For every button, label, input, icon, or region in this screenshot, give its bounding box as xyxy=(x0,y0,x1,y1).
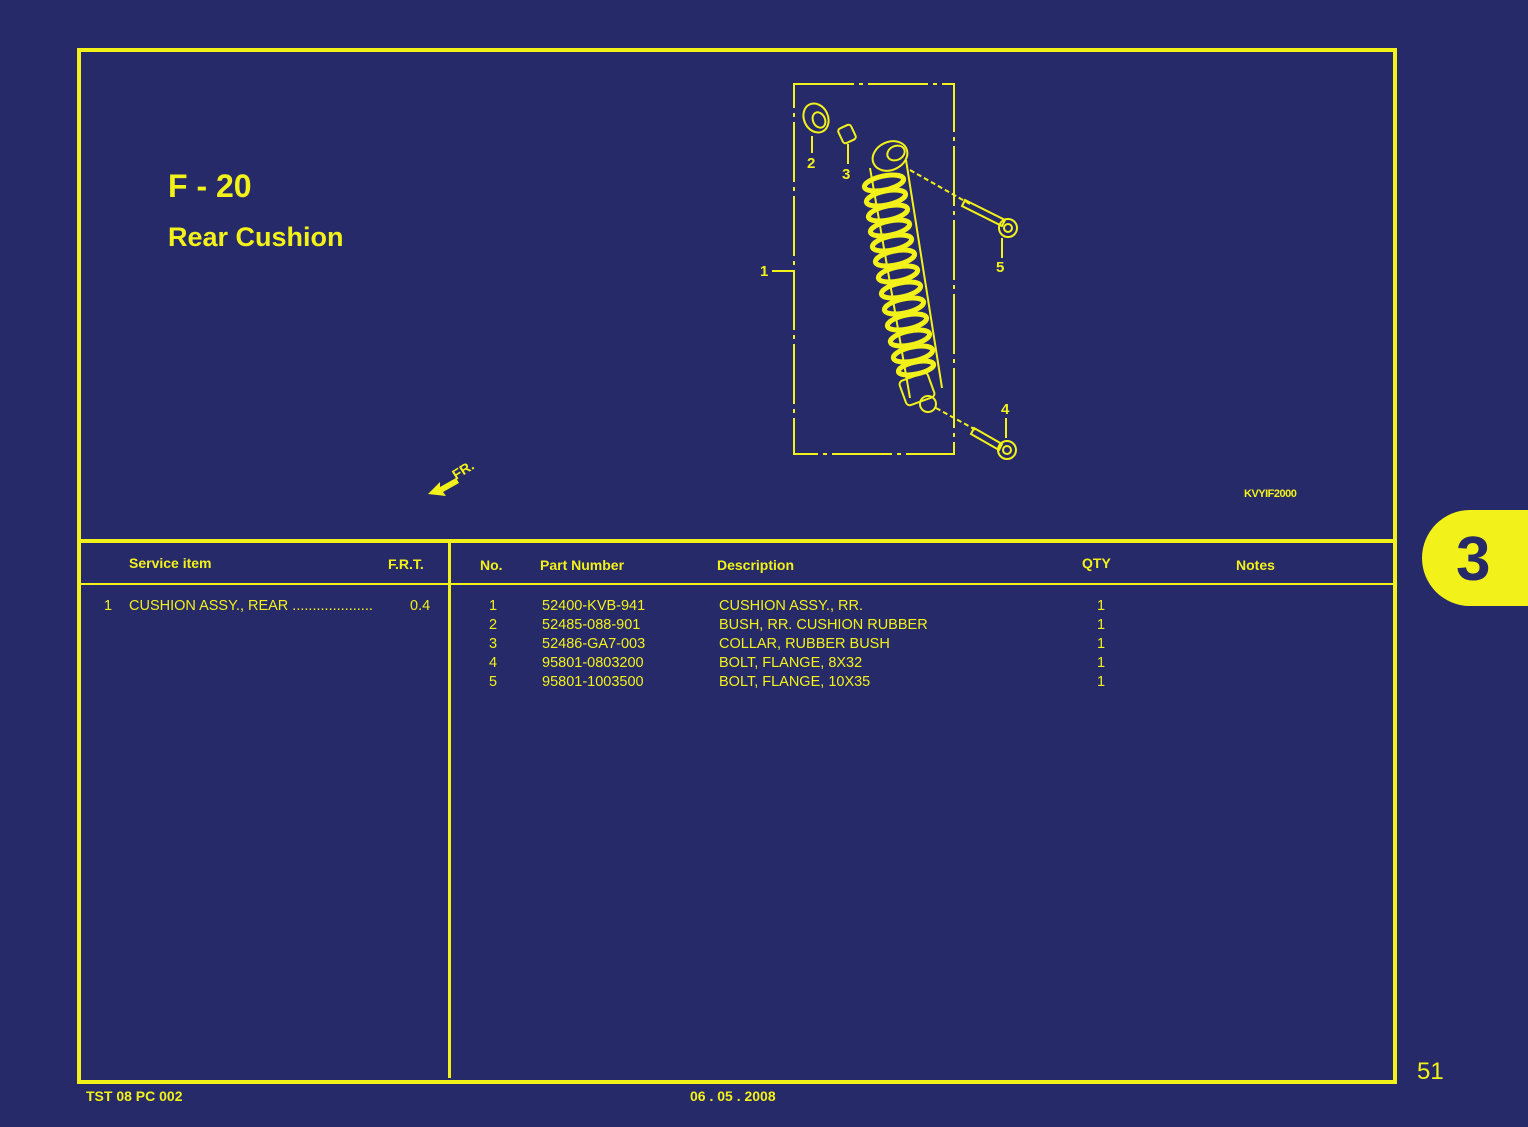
service-row-frt: 0.4 xyxy=(410,598,431,614)
part-no: 5 xyxy=(489,674,498,690)
service-row-item: CUSHION ASSY., REAR .................... xyxy=(129,598,373,614)
part-qty: 1 xyxy=(1097,655,1106,671)
part-qty: 1 xyxy=(1097,617,1106,633)
part-description: BOLT, FLANGE, 8X32 xyxy=(719,655,863,671)
part-number: 52486-GA7-003 xyxy=(542,636,646,652)
table-column-divider xyxy=(448,541,451,1078)
table-header-divider xyxy=(79,583,1393,585)
callout-5: 5 xyxy=(996,259,1004,276)
part-no: 1 xyxy=(489,598,498,614)
part-no: 4 xyxy=(489,655,498,671)
section-tab-number: 3 xyxy=(1456,525,1491,594)
header-qty: QTY xyxy=(1082,555,1111,571)
header-frt: F.R.T. xyxy=(388,556,424,572)
part-number: 52400-KVB-941 xyxy=(542,598,646,614)
footer-date: 06 . 05 . 2008 xyxy=(690,1088,776,1104)
table-row: 2 52485-088-901 BUSH, RR. CUSHION RUBBER… xyxy=(0,617,1528,636)
rear-cushion-diagram: 1 2 3 4 5 xyxy=(760,83,1018,460)
header-part-number: Part Number xyxy=(540,557,625,573)
part-number: 52485-088-901 xyxy=(542,617,641,633)
part-number: 95801-0803200 xyxy=(542,655,644,671)
part-number: 95801-1003500 xyxy=(542,674,644,690)
table-row: 1 52400-KVB-941 CUSHION ASSY., RR. 1 xyxy=(0,598,1528,617)
part-qty: 1 xyxy=(1097,598,1106,614)
section-title: Rear Cushion xyxy=(168,222,344,252)
part-description: BOLT, FLANGE, 10X35 xyxy=(719,674,871,690)
service-row: 1 CUSHION ASSY., REAR ..................… xyxy=(0,598,1528,617)
header-service-item: Service item xyxy=(129,555,212,571)
footer-document-code: TST 08 PC 002 xyxy=(86,1088,183,1104)
arrow-label: FR. xyxy=(449,457,477,483)
table-row: 5 95801-1003500 BOLT, FLANGE, 10X35 1 xyxy=(0,674,1528,693)
header-notes: Notes xyxy=(1236,557,1275,573)
callout-2: 2 xyxy=(807,155,815,172)
table-row: 4 95801-0803200 BOLT, FLANGE, 8X32 1 xyxy=(0,655,1528,674)
table-row: 3 52486-GA7-003 COLLAR, RUBBER BUSH 1 xyxy=(0,636,1528,655)
page-frame xyxy=(77,48,1397,1084)
part-no: 2 xyxy=(489,617,498,633)
part-qty: 1 xyxy=(1097,674,1106,690)
catalog-code: KVYIF2000 xyxy=(1244,488,1297,500)
callout-1: 1 xyxy=(760,263,768,280)
section-divider xyxy=(79,539,1393,543)
section-code: F - 20 xyxy=(168,168,252,204)
part-no: 3 xyxy=(489,636,498,652)
part-description: BUSH, RR. CUSHION RUBBER xyxy=(719,617,928,633)
callout-3: 3 xyxy=(842,166,850,183)
callout-4: 4 xyxy=(1001,401,1010,418)
page-number: 51 xyxy=(1417,1058,1444,1085)
part-description: COLLAR, RUBBER BUSH xyxy=(719,636,890,652)
part-description: CUSHION ASSY., RR. xyxy=(719,598,863,614)
part-qty: 1 xyxy=(1097,636,1106,652)
service-row-no: 1 xyxy=(104,598,113,614)
header-description: Description xyxy=(717,557,795,573)
header-no: No. xyxy=(480,557,503,573)
front-direction-arrow-icon: FR. xyxy=(428,457,477,496)
section-tab[interactable]: 3 xyxy=(1422,510,1528,606)
